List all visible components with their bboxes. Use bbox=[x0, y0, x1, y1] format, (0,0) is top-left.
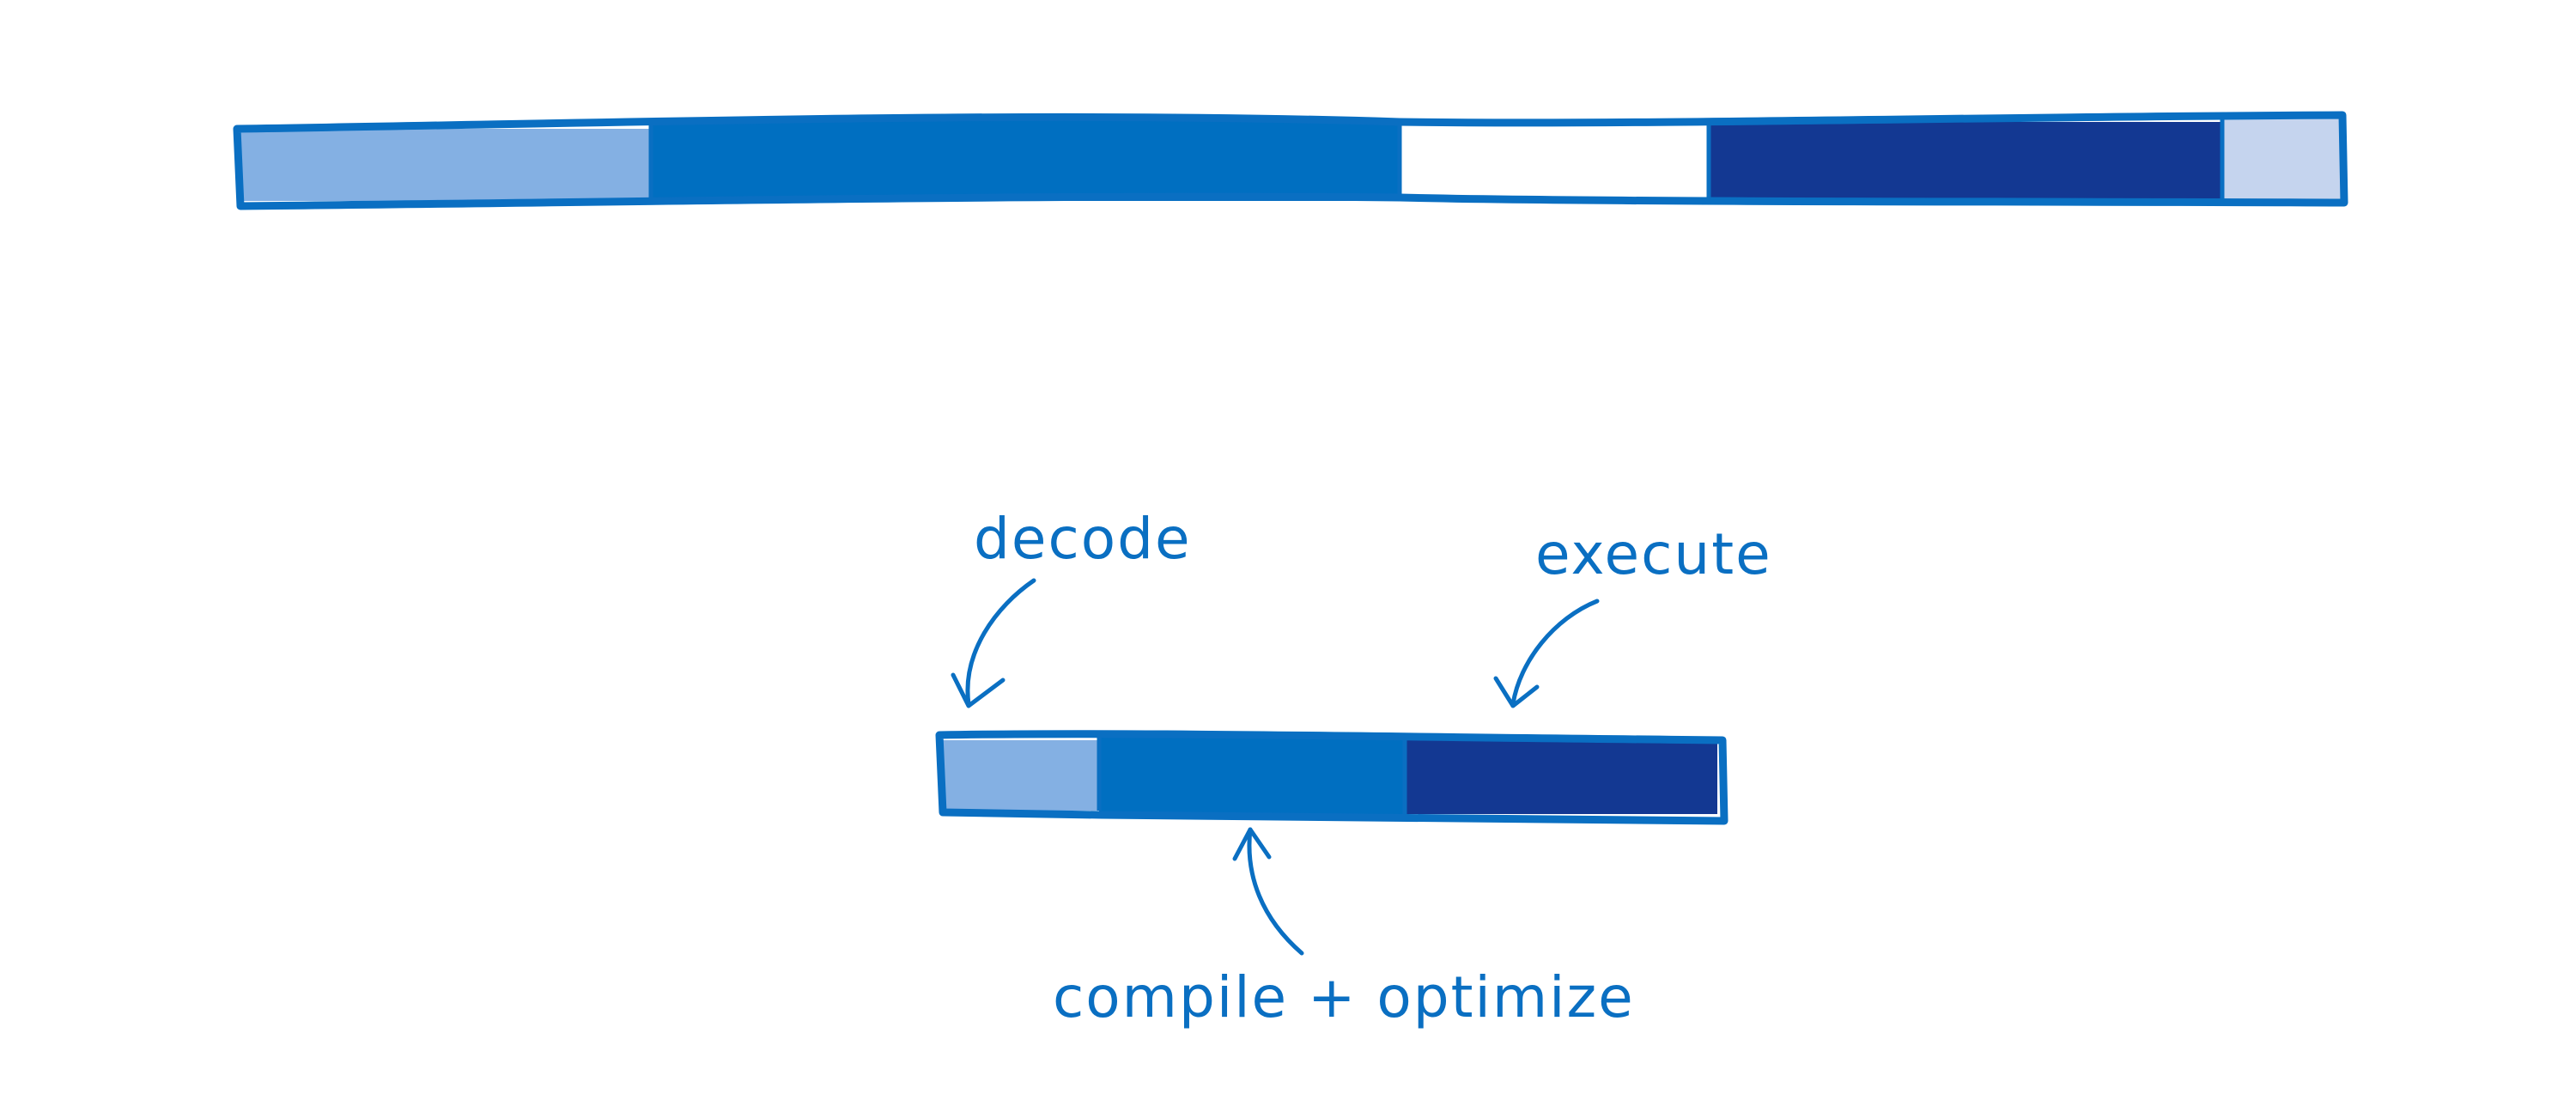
bottom-timeline-bar bbox=[935, 730, 1728, 825]
top-timeline-bar bbox=[233, 111, 2348, 210]
compile-arrow bbox=[1232, 827, 1304, 956]
top-bar-segment-dark bbox=[1709, 122, 2222, 201]
top-bar-outline bbox=[233, 111, 2348, 210]
bottom-bar-segment-compile bbox=[1099, 735, 1405, 817]
top-bar-segment-light bbox=[240, 129, 651, 201]
execute-arrow bbox=[1493, 599, 1600, 708]
top-bar-segment-white bbox=[1400, 127, 1709, 201]
top-bar-segment-mid bbox=[651, 119, 1400, 201]
decode-arrow bbox=[951, 578, 1036, 708]
bottom-bar-segment-decode bbox=[943, 740, 1099, 811]
compile-optimize-label: compile + optimize bbox=[1053, 964, 1635, 1030]
top-bar-segment-pale bbox=[2222, 119, 2341, 201]
bottom-bar-outline bbox=[935, 730, 1728, 825]
decode-label: decode bbox=[974, 506, 1192, 572]
bottom-bar-segment-execute bbox=[1405, 740, 1717, 814]
execute-label: execute bbox=[1535, 521, 1772, 587]
